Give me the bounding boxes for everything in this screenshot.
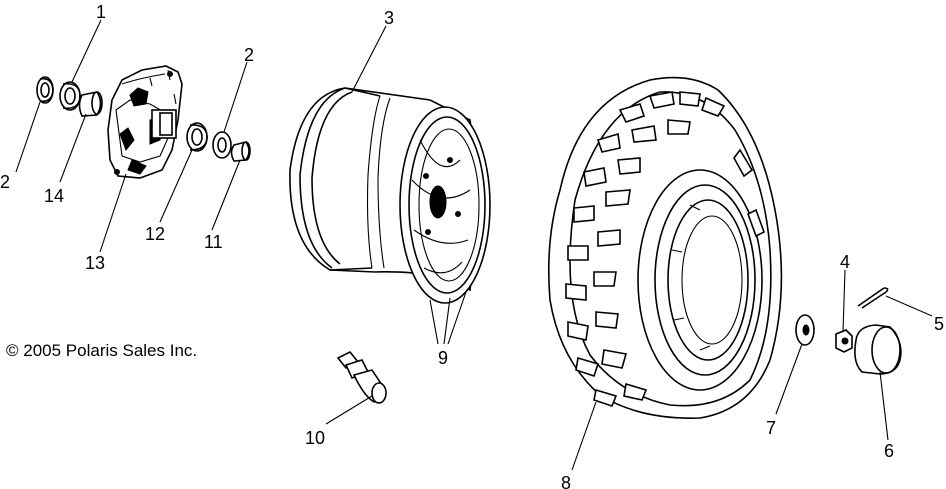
callout-4: 4 bbox=[840, 252, 850, 272]
callout-11: 11 bbox=[204, 232, 223, 252]
callout-7: 7 bbox=[766, 418, 776, 438]
callout-10: 10 bbox=[305, 428, 325, 448]
callout-3: 3 bbox=[384, 8, 394, 28]
callout-5: 5 bbox=[934, 314, 944, 334]
part-1-bearing bbox=[59, 81, 81, 111]
callout-8: 8 bbox=[561, 473, 571, 489]
part-2-seal-left bbox=[36, 76, 54, 104]
part-6-cap bbox=[854, 324, 902, 375]
part-14-spacer bbox=[78, 91, 103, 117]
callout-14: 14 bbox=[44, 186, 64, 206]
tire-tread bbox=[565, 91, 765, 407]
copyright-notice: © 2005 Polaris Sales Inc. bbox=[6, 341, 198, 360]
callout-13: 13 bbox=[85, 253, 105, 273]
callout-2-right: 2 bbox=[244, 45, 254, 65]
callout-1: 1 bbox=[96, 2, 106, 22]
part-5-cotter-pin bbox=[857, 287, 889, 309]
part-7-washer bbox=[795, 314, 815, 346]
part-4-nut bbox=[835, 329, 853, 353]
part-11-spacer bbox=[230, 141, 251, 162]
callout-12: 12 bbox=[145, 224, 165, 244]
callout-6: 6 bbox=[884, 441, 894, 461]
part-3-wheel-rim bbox=[289, 87, 491, 304]
part-13-hub bbox=[107, 65, 183, 179]
leader-lines bbox=[15, 19, 933, 471]
callout-9: 9 bbox=[438, 348, 448, 368]
callout-2-left: 2 bbox=[0, 172, 10, 192]
part-2-seal-right bbox=[212, 131, 232, 159]
part-12-bearing bbox=[186, 122, 208, 152]
part-10-valve-stem bbox=[336, 350, 387, 404]
part-8-tire bbox=[547, 76, 783, 419]
